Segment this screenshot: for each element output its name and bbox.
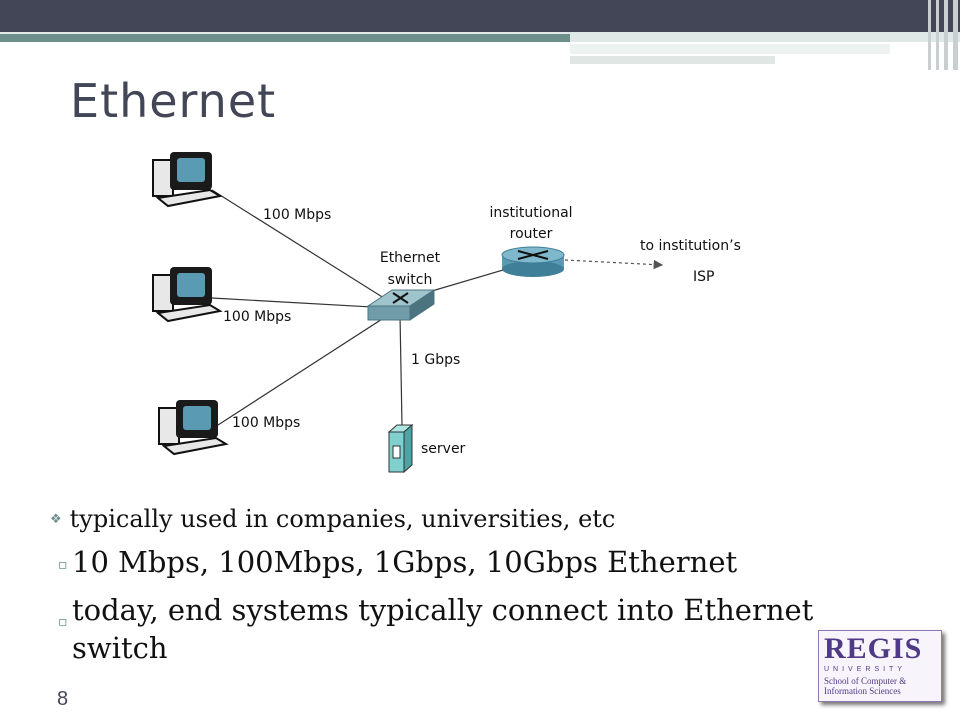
label-switch-2: switch — [388, 272, 433, 288]
label-router-1: institutional — [489, 205, 572, 221]
bullet-item-2: ▫ today, end systems typically connect i… — [58, 591, 860, 667]
link-isp — [564, 259, 664, 270]
header-stripe-accent — [0, 34, 570, 42]
label-link-top: 100 Mbps — [263, 207, 331, 223]
page-title: Ethernet — [70, 74, 277, 128]
label-link-server: 1 Gbps — [411, 352, 460, 368]
link-host-bottom — [217, 311, 394, 426]
top-bar — [0, 0, 960, 32]
link-host-top — [211, 189, 396, 306]
label-link-mid: 100 Mbps — [223, 309, 291, 325]
sub-bullet-text: typically used in companies, universitie… — [69, 505, 616, 533]
header-stripe-light — [570, 44, 890, 54]
link-host-mid — [211, 297, 391, 309]
bullet-item-2-text: today, end systems typically connect int… — [72, 593, 814, 665]
label-router-2: router — [510, 226, 553, 242]
sub-bullet: ❖ typically used in companies, universiti… — [50, 505, 615, 533]
regis-university-logo: REGIS UNIVERSITY School of Computer &Inf… — [818, 630, 942, 702]
server-icon — [387, 423, 414, 474]
bullet-item-1: ▫ 10 Mbps, 100Mbps, 1Gbps, 10Gbps Ethern… — [58, 545, 738, 579]
host-top-computer-icon — [152, 152, 223, 208]
institutional-router-icon — [501, 246, 565, 277]
label-switch-1: Ethernet — [380, 250, 441, 266]
square-bullet-icon: ▫ — [58, 614, 68, 630]
logo-university: UNIVERSITY — [824, 666, 907, 673]
diamond-bullet-icon: ❖ — [50, 512, 62, 527]
logo-name: REGIS — [824, 632, 923, 665]
link-server — [399, 314, 403, 426]
corner-lines — [924, 0, 960, 70]
label-isp-2: ISP — [693, 269, 714, 285]
label-link-bottom: 100 Mbps — [232, 415, 300, 431]
header-stripe-light-2 — [570, 56, 775, 64]
square-bullet-icon: ▫ — [58, 557, 68, 573]
logo-school: School of Computer &Information Sciences — [824, 676, 907, 696]
page-number: 8 — [57, 688, 69, 710]
bullet-item-1-text: 10 Mbps, 100Mbps, 1Gbps, 10Gbps Ethernet — [72, 545, 738, 579]
host-bottom-computer-icon — [158, 400, 229, 456]
ethernet-switch-icon — [366, 289, 436, 321]
label-server: server — [421, 441, 466, 457]
label-isp-1: to institution’s — [640, 238, 741, 254]
host-mid-computer-icon — [152, 267, 223, 323]
